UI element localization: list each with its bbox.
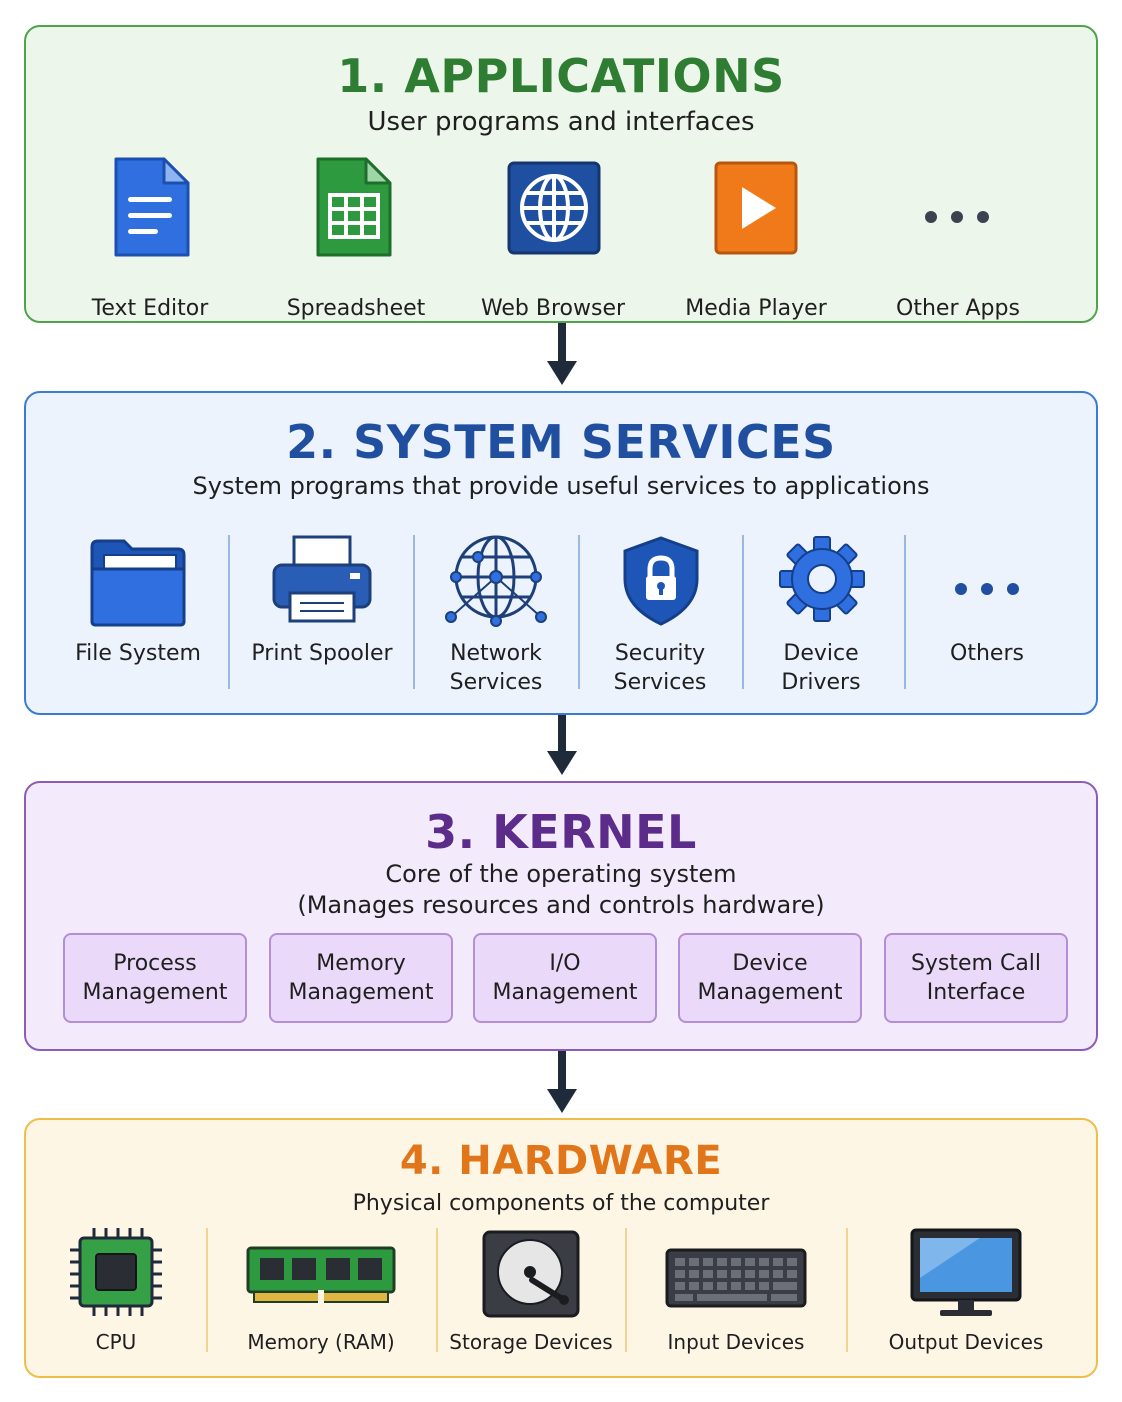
- hardware-label: Input Devices: [667, 1330, 805, 1354]
- hardware-label: Memory (RAM): [247, 1330, 395, 1354]
- applications-title: 1. APPLICATIONS: [337, 49, 785, 103]
- kernel-box-io: I/O Management: [473, 933, 657, 1023]
- divider: [625, 1228, 627, 1352]
- app-label: Other Apps: [896, 296, 1020, 321]
- cpu-chip-icon: [66, 1224, 166, 1320]
- hardware-storage: Storage Devices: [446, 1224, 616, 1364]
- service-network: Network Services: [421, 533, 571, 703]
- gear-icon: [778, 535, 866, 623]
- app-spreadsheet: Spreadsheet: [276, 153, 436, 321]
- app-label: Web Browser: [480, 296, 626, 321]
- kernel-box-process: Process Management: [63, 933, 247, 1023]
- down-arrow-icon: [547, 715, 577, 777]
- service-security: Security Services: [585, 533, 735, 703]
- hard-drive-icon: [482, 1230, 580, 1318]
- service-file-system: File System: [58, 533, 218, 693]
- hardware-label: Storage Devices: [449, 1330, 613, 1354]
- app-label: Spreadsheet: [286, 296, 426, 321]
- service-label: Network Services: [449, 641, 543, 695]
- divider: [436, 1228, 438, 1352]
- kernel-subtitle: Core of the operating system (Manages re…: [26, 859, 1096, 921]
- service-print-spooler: Print Spooler: [242, 533, 402, 693]
- hardware-title: 4. HARDWARE: [399, 1138, 723, 1184]
- keyboard-icon: [665, 1248, 807, 1308]
- printer-icon: [270, 535, 374, 625]
- service-label: Device Drivers: [781, 641, 861, 695]
- kernel-subtitle-line: Core of the operating system: [385, 860, 737, 888]
- divider: [578, 535, 580, 689]
- hardware-ram: Memory (RAM): [226, 1224, 416, 1364]
- kernel-subtitle-line: (Manages resources and controls hardware…: [297, 891, 825, 919]
- down-arrow-icon: [547, 1051, 577, 1115]
- service-others: Others: [912, 533, 1062, 703]
- hardware-label: Output Devices: [888, 1330, 1044, 1354]
- hardware-input: Input Devices: [641, 1224, 831, 1364]
- app-web-browser: Web Browser: [473, 153, 633, 321]
- service-label: File System: [75, 641, 201, 666]
- globe-icon: [507, 161, 601, 255]
- kernel-box-memory: Memory Management: [269, 933, 453, 1023]
- ellipsis-icon: [952, 579, 1022, 599]
- play-icon: [714, 161, 798, 255]
- app-label: Media Player: [685, 296, 827, 321]
- system-services-layer: 2. SYSTEM SERVICES System programs that …: [24, 391, 1098, 715]
- hardware-cpu: CPU: [46, 1224, 186, 1364]
- applications-subtitle: User programs and interfaces: [367, 107, 755, 137]
- spreadsheet-icon: [314, 155, 394, 259]
- down-arrow-icon: [547, 323, 577, 387]
- kernel-box-device: Device Management: [678, 933, 862, 1023]
- system-services-subtitle: System programs that provide useful serv…: [192, 472, 930, 500]
- kernel-title: 3. KERNEL: [425, 805, 697, 859]
- hardware-label: CPU: [95, 1330, 137, 1354]
- applications-layer: 1. APPLICATIONS User programs and interf…: [24, 25, 1098, 323]
- service-label: Print Spooler: [251, 641, 393, 666]
- app-media-player: Media Player: [676, 153, 836, 321]
- folder-icon: [88, 535, 188, 629]
- divider: [904, 535, 906, 689]
- service-label: Security Services: [613, 641, 707, 695]
- shield-lock-icon: [621, 535, 701, 627]
- hardware-layer: 4. HARDWARE Physical components of the c…: [24, 1118, 1098, 1378]
- hardware-output: Output Devices: [866, 1224, 1066, 1364]
- ram-stick-icon: [246, 1244, 396, 1308]
- app-label: Text Editor: [91, 296, 209, 321]
- service-label: Others: [950, 641, 1024, 666]
- service-device-drivers: Device Drivers: [746, 533, 896, 703]
- app-text-editor: Text Editor: [70, 153, 230, 321]
- kernel-layer: 3. KERNEL Core of the operating system (…: [24, 781, 1098, 1051]
- network-globe-icon: [443, 533, 549, 629]
- divider: [413, 535, 415, 689]
- kernel-box-syscall: System Call Interface: [884, 933, 1068, 1023]
- ellipsis-icon: [922, 207, 992, 227]
- divider: [206, 1228, 208, 1352]
- document-icon: [112, 155, 192, 259]
- divider: [846, 1228, 848, 1352]
- app-other-apps: Other Apps: [878, 153, 1038, 321]
- divider: [742, 535, 744, 689]
- system-services-title: 2. SYSTEM SERVICES: [286, 415, 836, 469]
- monitor-icon: [910, 1228, 1022, 1320]
- hardware-subtitle: Physical components of the computer: [352, 1191, 770, 1216]
- divider: [228, 535, 230, 689]
